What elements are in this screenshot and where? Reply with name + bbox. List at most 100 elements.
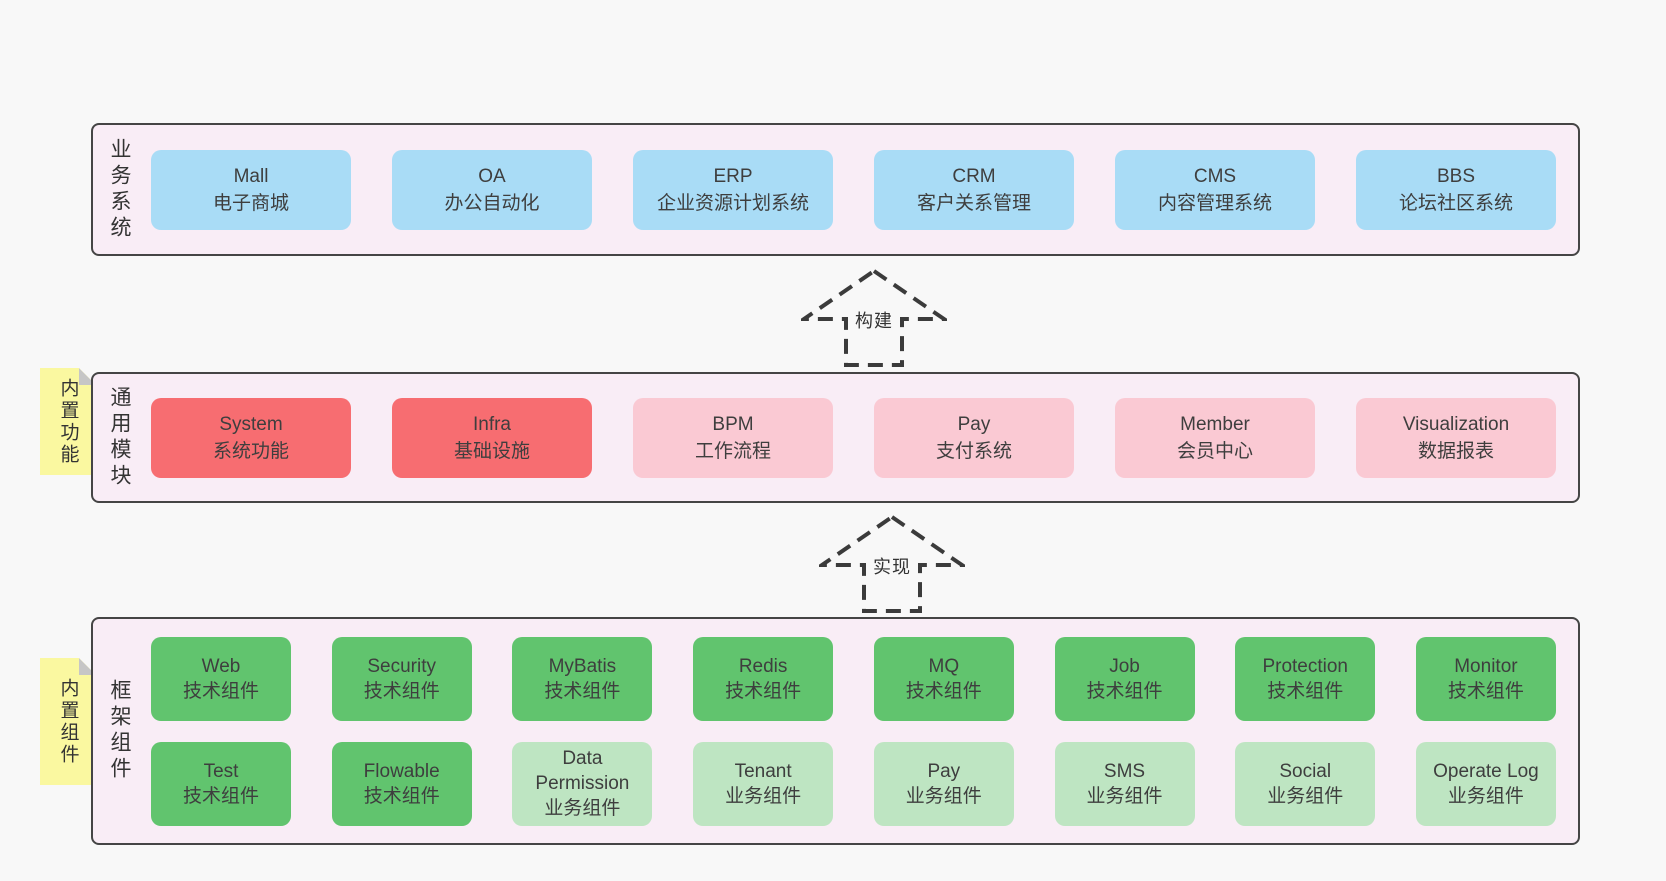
band-items: Mall 电子商城 OA 办公自动化 ERP 企业资源计划系统 CRM 客户关系… (145, 125, 1578, 254)
box-subtitle: 支付系统 (935, 440, 1012, 462)
box-crm: CRM 客户关系管理 (874, 149, 1074, 230)
box-title: Data Permission (535, 748, 630, 794)
component-row-1: Web 技术组件 Security 技术组件 MyBatis 技术组件 Redi… (151, 636, 1556, 721)
box-subtitle: 客户关系管理 (916, 192, 1031, 214)
box-title: Pay (957, 413, 991, 435)
box-title: Protection (1262, 655, 1348, 677)
box-title: CRM (952, 165, 996, 187)
box-title: Infra (472, 413, 512, 435)
sticky-note-built-in-components: 内置组件 (40, 658, 96, 785)
box-erp: ERP 企业资源计划系统 (633, 149, 833, 230)
box-subtitle: 基础设施 (453, 440, 530, 462)
box-title: CMS (1193, 165, 1237, 187)
box-title: Web (201, 655, 241, 677)
box-title: BPM (712, 413, 754, 435)
box-subtitle: 业务组件 (1447, 785, 1524, 807)
box-subtitle: 论坛社区系统 (1398, 192, 1513, 214)
box-subtitle: 技术组件 (182, 785, 259, 807)
box-social: Social 业务组件 (1235, 741, 1376, 826)
arrow-label: 构建 (852, 307, 896, 333)
arrow-build: 构建 (801, 268, 947, 368)
sticky-note-text: 内置组件 (57, 677, 79, 766)
box-subtitle: 系统功能 (212, 440, 289, 462)
box-title: Security (367, 655, 437, 677)
box-title: ERP (713, 165, 753, 187)
box-system: System 系统功能 (151, 397, 351, 478)
box-title: Pay (927, 760, 961, 782)
arrow-label: 实现 (870, 553, 914, 579)
box-subtitle: 技术组件 (1267, 680, 1344, 702)
box-subtitle: 技术组件 (1086, 680, 1163, 702)
box-title: Tenant (734, 760, 792, 782)
box-title: MQ (928, 655, 960, 677)
box-subtitle: 会员中心 (1176, 440, 1253, 462)
box-cms: CMS 内容管理系统 (1115, 149, 1315, 230)
box-pay-system: Pay 支付系统 (874, 397, 1074, 478)
box-title: OA (478, 165, 506, 187)
box-title: Test (203, 760, 239, 782)
box-oa: OA 办公自动化 (392, 149, 592, 230)
box-web: Web 技术组件 (151, 636, 291, 721)
box-title: Redis (738, 655, 788, 677)
box-job: Job 技术组件 (1054, 636, 1195, 721)
band-common-modules: 通用模块 System 系统功能 Infra 基础设施 BPM 工作流程 Pay… (91, 372, 1580, 503)
sticky-note-text: 内置功能 (57, 377, 79, 466)
box-subtitle: 技术组件 (544, 680, 621, 702)
box-sms: SMS 业务组件 (1054, 741, 1195, 826)
box-subtitle: 技术组件 (182, 680, 259, 702)
box-subtitle: 业务组件 (725, 785, 802, 807)
box-subtitle: 内容管理系统 (1157, 192, 1272, 214)
band-rows: Web 技术组件 Security 技术组件 MyBatis 技术组件 Redi… (145, 619, 1578, 843)
box-title: MyBatis (548, 655, 617, 677)
band-framework-components: 框架组件 Web 技术组件 Security 技术组件 MyBatis 技术组件… (91, 617, 1580, 845)
box-title: Operate Log (1433, 760, 1539, 782)
box-data-permission: Data Permission 业务组件 (512, 741, 653, 826)
box-subtitle: 工作流程 (694, 440, 771, 462)
box-subtitle: 办公自动化 (444, 192, 540, 214)
dashed-up-arrow-icon (801, 268, 947, 367)
component-row-2: Test 技术组件 Flowable 技术组件 Data Permission … (151, 741, 1556, 826)
box-subtitle: 业务组件 (544, 798, 621, 819)
box-subtitle: 技术组件 (363, 785, 440, 807)
box-tenant: Tenant 业务组件 (693, 741, 834, 826)
band-label: 通用模块 (108, 385, 131, 490)
box-title: Mall (233, 165, 269, 187)
box-subtitle: 数据报表 (1417, 440, 1494, 462)
box-operate-log: Operate Log 业务组件 (1415, 741, 1556, 826)
box-member: Member 会员中心 (1115, 397, 1315, 478)
box-title: Visualization (1402, 413, 1510, 435)
box-title: Job (1109, 655, 1140, 677)
box-title: System (219, 413, 283, 435)
box-title: SMS (1103, 760, 1146, 782)
box-flowable: Flowable 技术组件 (331, 741, 472, 826)
sticky-note-built-in-features: 内置功能 (40, 368, 96, 475)
box-bpm: BPM 工作流程 (633, 397, 833, 478)
box-title: BBS (1436, 165, 1476, 187)
box-title: Monitor (1454, 655, 1518, 677)
box-subtitle: 技术组件 (725, 680, 802, 702)
box-title: Member (1180, 413, 1250, 435)
box-monitor: Monitor 技术组件 (1415, 636, 1556, 721)
box-bbs: BBS 论坛社区系统 (1356, 149, 1556, 230)
box-subtitle: 电子商城 (212, 192, 289, 214)
box-visualization: Visualization 数据报表 (1356, 397, 1556, 478)
box-pay-component: Pay 业务组件 (873, 741, 1014, 826)
band-items: System 系统功能 Infra 基础设施 BPM 工作流程 Pay 支付系统… (145, 374, 1578, 501)
box-subtitle: 技术组件 (905, 680, 982, 702)
box-protection: Protection 技术组件 (1235, 636, 1376, 721)
box-mall: Mall 电子商城 (151, 149, 351, 230)
box-subtitle: 技术组件 (363, 680, 440, 702)
band-business-systems: 业务系统 Mall 电子商城 OA 办公自动化 ERP 企业资源计划系统 CRM… (91, 123, 1580, 256)
box-infra: Infra 基础设施 (392, 397, 592, 478)
box-title: Social (1279, 760, 1332, 782)
arrow-implement: 实现 (819, 514, 965, 614)
box-subtitle: 业务组件 (1086, 785, 1163, 807)
band-label: 框架组件 (108, 679, 131, 783)
box-subtitle: 技术组件 (1447, 680, 1524, 702)
box-security: Security 技术组件 (331, 636, 472, 721)
box-subtitle: 业务组件 (1267, 785, 1344, 807)
band-label: 业务系统 (108, 137, 131, 242)
box-title: Flowable (363, 760, 440, 782)
box-subtitle: 企业资源计划系统 (656, 192, 809, 214)
